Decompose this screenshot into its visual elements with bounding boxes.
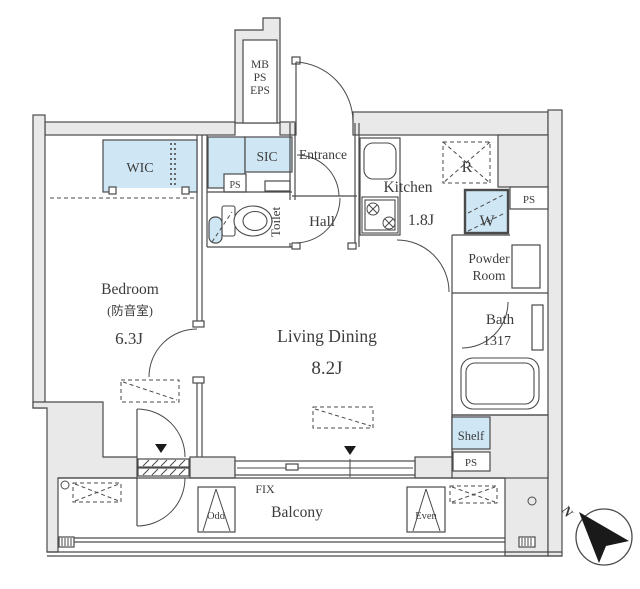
- toilet-door-arc: [294, 197, 341, 244]
- bedroom-balcony-door: [136, 408, 190, 527]
- center-block: SIC PS Toilet: [206, 135, 293, 248]
- ps-top-box: [509, 186, 549, 210]
- shaft-label-mb: MB: [251, 59, 269, 71]
- compass: N: [559, 503, 633, 566]
- powder-door-arc: [396, 239, 450, 293]
- living-ac-unit: [312, 406, 374, 429]
- label-powder-2: Room: [472, 268, 506, 283]
- even-panel: Even: [406, 486, 446, 533]
- shaft-label-eps: EPS: [250, 85, 270, 97]
- label-ps-top: PS: [523, 194, 535, 206]
- label-ps-right: PS: [465, 457, 477, 469]
- label-washer: W: [479, 213, 495, 230]
- outer-walls: [32, 17, 563, 557]
- north-arrow-icon: [579, 512, 629, 563]
- bath-door-arc: [461, 301, 509, 349]
- right-wall: [547, 109, 563, 557]
- bathroom: Bath 1317: [452, 292, 548, 416]
- top-wall-right: [352, 111, 549, 136]
- label-kitchen-size: 1.8J: [408, 212, 434, 229]
- vanity: [511, 244, 541, 289]
- label-living: Living Dining: [277, 326, 377, 346]
- wall-under-door: [189, 456, 236, 479]
- ps-right-box: [452, 451, 491, 472]
- bath-niche: [531, 304, 544, 351]
- bedroom-ld-wall: [148, 135, 205, 457]
- kitchen: R Kitchen 1.8J: [359, 137, 491, 236]
- label-powder-1: Powder: [468, 251, 510, 266]
- label-hall: Hall: [309, 214, 335, 230]
- label-bedroom-size: 6.3J: [115, 329, 143, 348]
- label-even: Even: [415, 511, 437, 522]
- kitchen-right-wall: [497, 134, 549, 188]
- balcony: Odd Even FIX Balcony: [47, 477, 562, 557]
- living-dining: Living Dining 8.2J: [234, 326, 416, 477]
- label-balcony: Balcony: [271, 504, 323, 521]
- odd-panel: Odd: [197, 486, 236, 533]
- label-bedroom: Bedroom: [101, 281, 159, 298]
- shelf-box: [451, 416, 491, 450]
- left-wall: [32, 114, 46, 409]
- top-wall-stub: [279, 121, 297, 136]
- label-bath-size: 1317: [483, 334, 511, 349]
- kitchen-sink: [363, 142, 397, 180]
- shoe-cabinet: [264, 180, 291, 192]
- entrance-door-arc: [295, 61, 354, 123]
- label-living-size: 8.2J: [311, 358, 342, 379]
- outdoor-unit-right: [449, 485, 498, 504]
- label-toilet: Toilet: [268, 207, 283, 238]
- living-window: [234, 459, 416, 477]
- genkan-step-curve: [296, 154, 340, 197]
- shelf-area: Shelf PS: [451, 416, 491, 472]
- label-bath: Bath: [486, 312, 515, 328]
- outdoor-unit-left: [72, 482, 122, 503]
- shaft-label-ps: PS: [254, 72, 267, 84]
- label-sic: SIC: [256, 149, 277, 164]
- bedroom-ac-unit: [120, 379, 180, 403]
- bedroom: Bedroom (防音室) 6.3J: [50, 197, 195, 527]
- drain-left: [60, 480, 70, 490]
- shaft-box: MB PS EPS: [242, 39, 278, 124]
- laundry: PS W: [463, 186, 549, 235]
- label-wic: WIC: [126, 161, 153, 176]
- entrance-hall: Entrance Hall: [289, 123, 360, 250]
- toilet-sink: [208, 216, 223, 244]
- entrance-door: [291, 56, 354, 123]
- label-kitchen: Kitchen: [383, 179, 432, 196]
- wic-closet: WIC: [102, 139, 198, 195]
- label-ps-small: PS: [229, 180, 240, 191]
- label-fridge: R: [462, 159, 473, 176]
- label-shelf: Shelf: [458, 429, 485, 443]
- label-entrance: Entrance: [299, 147, 347, 162]
- burner-icon: [366, 202, 396, 230]
- toilet-fixture: [221, 205, 273, 237]
- bedroom-door-arc: [148, 328, 198, 378]
- fridge-space: R: [442, 141, 491, 184]
- rail-hatch-right: [518, 536, 536, 548]
- drain-right: [527, 496, 537, 506]
- label-odd: Odd: [207, 511, 226, 522]
- sic-closet: [244, 136, 293, 173]
- bottom-left-wall: [32, 401, 138, 553]
- label-bedroom-note: (防音室): [107, 303, 153, 318]
- rail-hatch-left: [58, 536, 75, 548]
- top-wall-left: [44, 121, 236, 136]
- label-fix: FIX: [255, 482, 275, 496]
- powder-room: Powder Room: [396, 234, 541, 457]
- vent-marker-bedroom: [155, 444, 167, 453]
- washer-box: [463, 188, 510, 235]
- vent-marker-living: [344, 446, 356, 455]
